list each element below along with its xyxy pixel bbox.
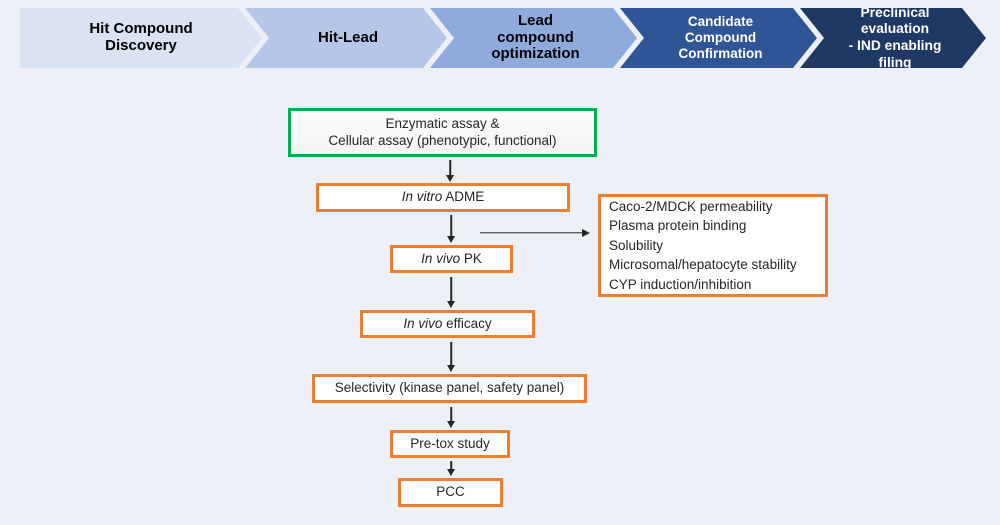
flow-box-label: Selectivity (kinase panel, safety panel) [334, 380, 565, 396]
stage-chevron-hit-compound-discovery: Hit Compound Discovery [20, 8, 262, 68]
flow-box-in-vivo-efficacy: In vivo efficacy [360, 310, 535, 338]
stage-chevron-candidate-compound-confirmation: Candidate Compound Confirmation [620, 8, 817, 68]
arrow-pk-to-efficacy [446, 277, 456, 308]
flow-box-label: Enzymatic assay & Cellular assay (phenot… [328, 115, 557, 148]
pipeline-stage-banner: Hit Compound Discovery Hit-Lead Lead com… [20, 8, 990, 68]
assay-detail-line: CYP induction/inhibition [609, 276, 752, 292]
arrow-efficacy-to-selectivity [446, 342, 456, 372]
arrow-pretox-to-pcc [446, 461, 456, 476]
flow-box-label: Pre-tox study [410, 435, 490, 451]
stage-label: Hit Compound Discovery [89, 20, 193, 54]
flow-box-label: In vivo efficacy [403, 315, 492, 331]
arrowhead-down-icon [446, 175, 454, 182]
flow-box-selectivity: Selectivity (kinase panel, safety panel) [312, 374, 587, 403]
stage-chevron-lead-compound-optimization: Lead compound optimization [430, 8, 637, 68]
flow-box-enzymatic-cellular-assay: Enzymatic assay & Cellular assay (phenot… [288, 108, 597, 157]
arrow-adme-to-pk [446, 215, 456, 243]
assay-detail-line: Plasma protein binding [609, 218, 747, 234]
arrow-to-assay-details [480, 228, 590, 238]
flow-box-label: In vivo PK [421, 250, 482, 266]
flow-box-pcc: PCC [398, 478, 503, 507]
flow-box-in-vitro-adme: In vitro ADME [316, 183, 570, 212]
arrow-enzymatic-to-adme [445, 160, 455, 182]
flow-box-in-vivo-pk: In vivo PK [390, 245, 513, 273]
stage-chevron-hit-lead: Hit-Lead [245, 8, 447, 68]
flow-box-adme-assay-details: Caco-2/MDCK permeability Plasma protein … [598, 194, 828, 297]
stage-label: Lead compound optimization [491, 11, 580, 63]
arrowhead-down-icon [447, 365, 455, 372]
arrowhead-right-icon [582, 229, 590, 237]
assay-detail-line: Solubility [609, 237, 664, 253]
stage-label: Preclinical evaluation - IND enabling fi… [848, 4, 942, 70]
assay-detail-line: Caco-2/MDCK permeability [609, 198, 773, 214]
flow-box-label: PCC [436, 484, 465, 500]
stage-label: Candidate Compound Confirmation [678, 13, 763, 62]
arrow-selectivity-to-pretox [446, 407, 456, 428]
arrowhead-down-icon [447, 421, 455, 428]
arrowhead-down-icon [447, 301, 455, 308]
assay-detail-line: Microsomal/hepatocyte stability [609, 257, 797, 273]
arrowhead-down-icon [447, 469, 455, 476]
stage-chevron-preclinical-evaluation: Preclinical evaluation - IND enabling fi… [800, 8, 986, 68]
flow-box-pre-tox-study: Pre-tox study [390, 430, 510, 458]
flow-box-label: In vitro ADME [401, 189, 485, 205]
stage-label: Hit-Lead [318, 28, 378, 46]
arrowhead-down-icon [447, 236, 455, 243]
